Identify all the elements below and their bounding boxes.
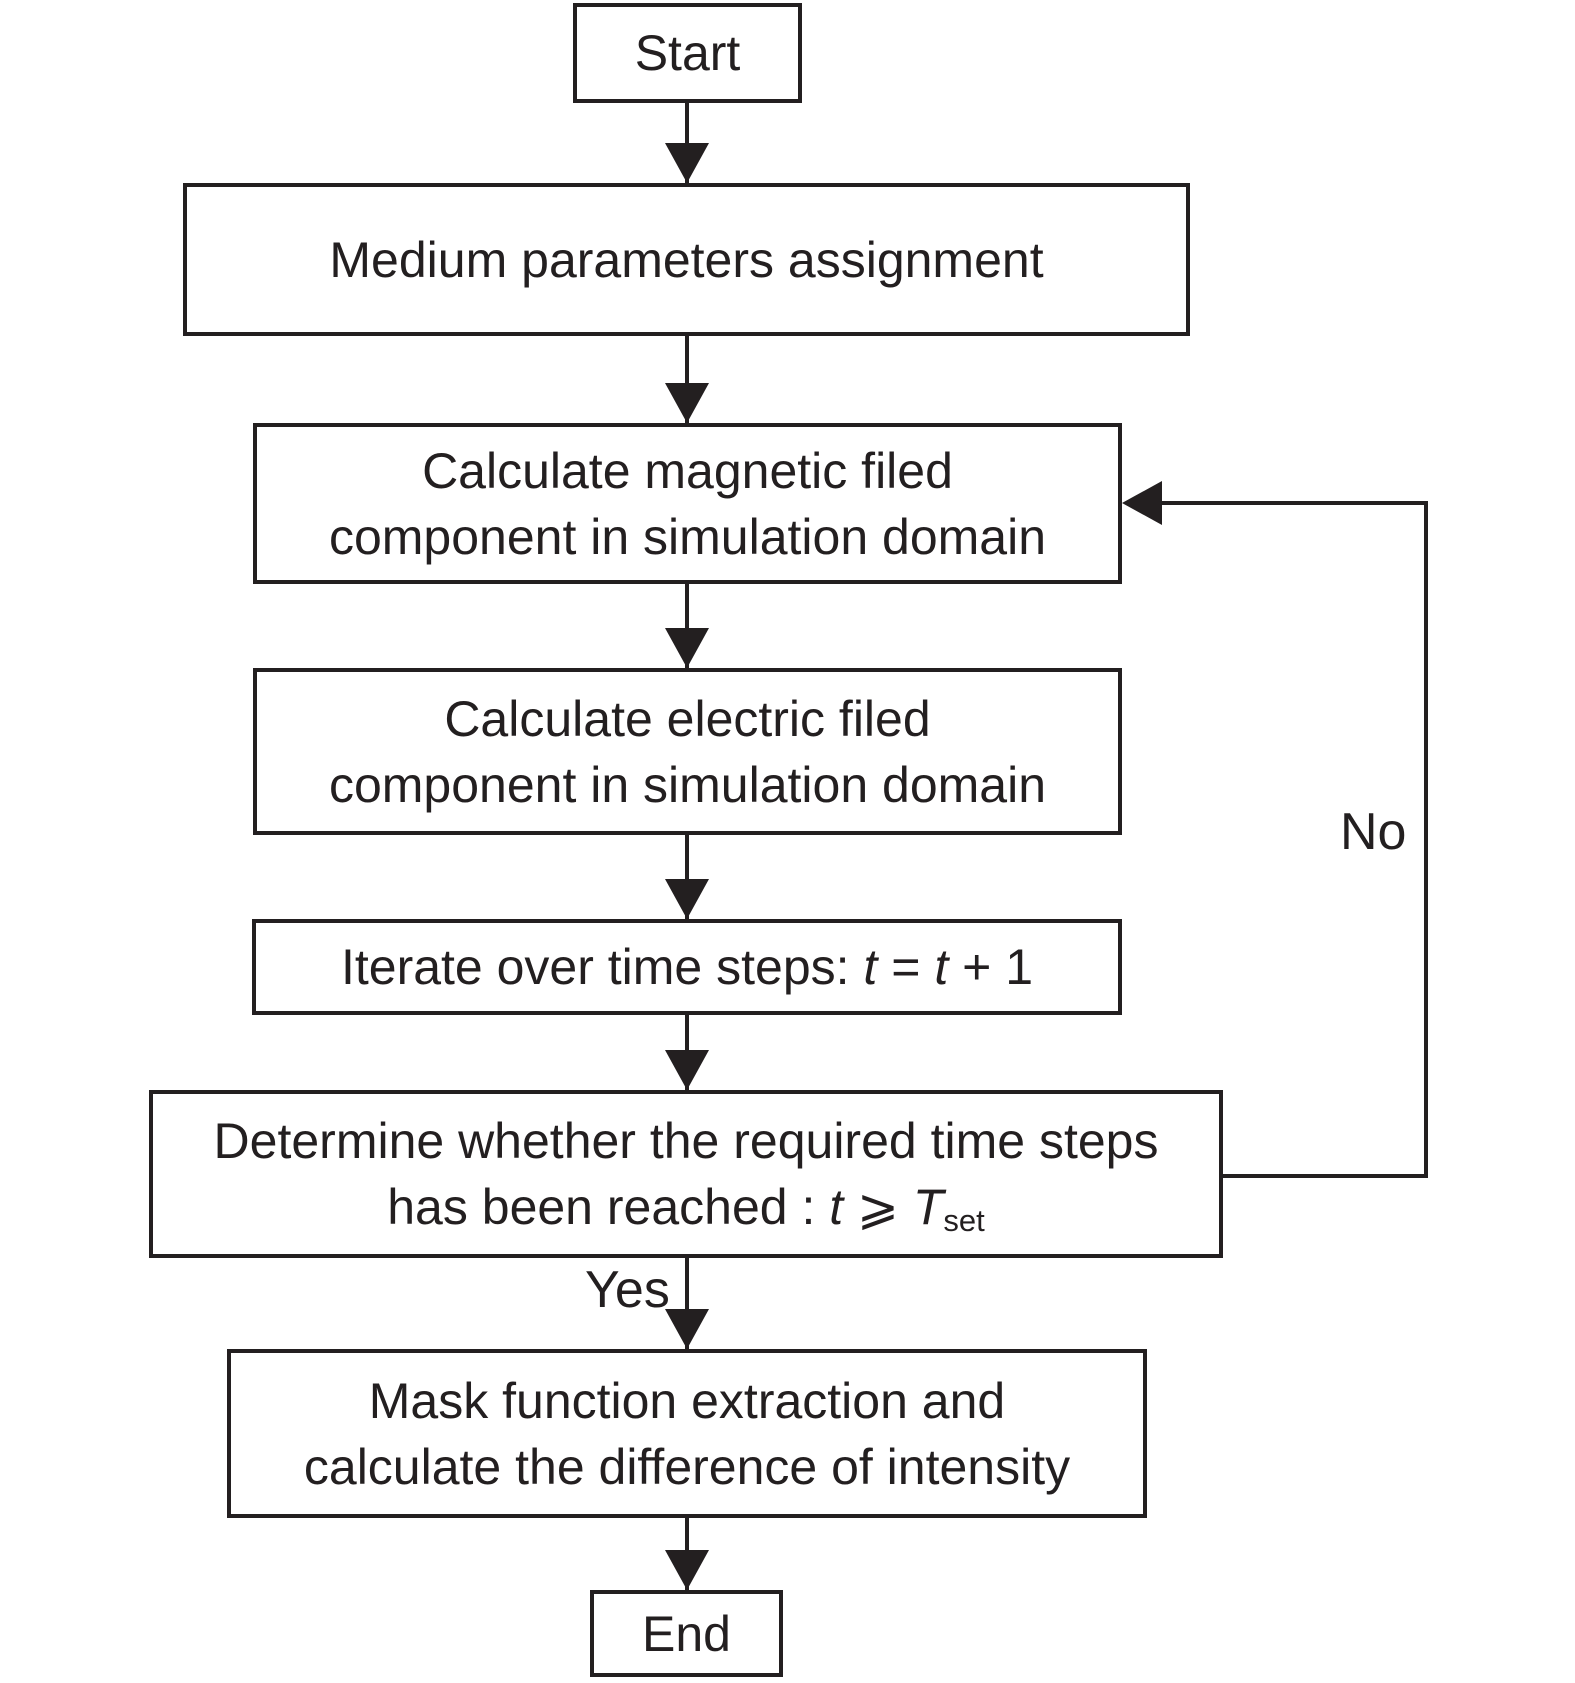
arrow-magnetic-to-electric-head bbox=[665, 628, 709, 668]
node-medium-parameters: Medium parameters assignment bbox=[183, 183, 1190, 336]
decision-threshold-T: T bbox=[912, 1179, 944, 1235]
node-decision-line1: Determine whether the required time step… bbox=[213, 1113, 1159, 1169]
node-start: Start bbox=[573, 3, 802, 103]
arrow-medium-to-magnetic-head bbox=[665, 383, 709, 423]
iterate-increment: + 1 bbox=[948, 939, 1034, 995]
node-mask-extraction: Mask function extraction and calculate t… bbox=[227, 1349, 1147, 1518]
node-mask-line1: Mask function extraction and bbox=[368, 1372, 1006, 1429]
node-decision-line2: has been reached : t ⩾ Tset bbox=[214, 1174, 1159, 1240]
node-end: End bbox=[590, 1590, 783, 1677]
node-iterate-text: Iterate over time steps: t = t + 1 bbox=[341, 934, 1033, 1000]
node-calc-electric-line1: Calculate electric filed bbox=[444, 690, 931, 747]
decision-condition-text: has been reached : bbox=[387, 1179, 830, 1235]
node-end-label: End bbox=[642, 1605, 731, 1662]
iterate-prefix: Iterate over time steps: bbox=[340, 939, 864, 995]
no-loop-arrow-head bbox=[1122, 481, 1162, 525]
node-medium-label: Medium parameters assignment bbox=[329, 231, 1044, 288]
decision-var-t: t bbox=[829, 1179, 844, 1235]
node-iterate-time-steps: Iterate over time steps: t = t + 1 bbox=[252, 919, 1122, 1015]
arrow-decision-to-mask-stem bbox=[685, 1258, 689, 1349]
decision-geq-operator: ⩾ bbox=[843, 1179, 913, 1235]
node-calc-magnetic-field: Calculate magnetic filed component in si… bbox=[253, 423, 1122, 584]
arrow-decision-to-mask-head bbox=[665, 1309, 709, 1349]
no-loop-top-segment bbox=[1158, 501, 1428, 505]
node-calc-electric-field: Calculate electric filed component in si… bbox=[253, 668, 1122, 835]
edge-label-yes: Yes bbox=[585, 1261, 670, 1319]
edge-label-no: No bbox=[1340, 803, 1407, 861]
decision-threshold-subscript: set bbox=[943, 1202, 985, 1238]
arrow-iterate-to-decision-head bbox=[665, 1050, 709, 1090]
node-mask-text: Mask function extraction and calculate t… bbox=[304, 1368, 1070, 1500]
node-decision-text: Determine whether the required time step… bbox=[214, 1108, 1159, 1240]
node-start-label: Start bbox=[634, 25, 741, 81]
arrow-electric-to-iterate-stem bbox=[685, 835, 689, 919]
node-calc-magnetic-text: Calculate magnetic filed component in si… bbox=[329, 438, 1046, 570]
arrow-electric-to-iterate-head bbox=[665, 879, 709, 919]
iterate-equals: = bbox=[877, 939, 935, 995]
arrow-start-to-medium-head bbox=[665, 143, 709, 183]
node-calc-magnetic-line1: Calculate magnetic filed bbox=[422, 442, 953, 499]
node-calc-electric-line2: component in simulation domain bbox=[328, 756, 1047, 813]
node-mask-line2: calculate the difference of intensity bbox=[303, 1438, 1071, 1495]
no-loop-bottom-segment bbox=[1223, 1174, 1428, 1178]
node-calc-electric-text: Calculate electric filed component in si… bbox=[329, 686, 1046, 818]
iterate-var-t: t bbox=[863, 939, 878, 995]
arrow-medium-to-magnetic-stem bbox=[685, 336, 689, 423]
arrow-mask-to-end-head bbox=[665, 1550, 709, 1590]
no-loop-vertical-segment bbox=[1424, 501, 1428, 1178]
node-decision-time-reached: Determine whether the required time step… bbox=[149, 1090, 1223, 1258]
iterate-var-t2: t bbox=[934, 939, 949, 995]
node-calc-magnetic-line2: component in simulation domain bbox=[328, 508, 1047, 565]
arrow-magnetic-to-electric-stem bbox=[685, 584, 689, 668]
